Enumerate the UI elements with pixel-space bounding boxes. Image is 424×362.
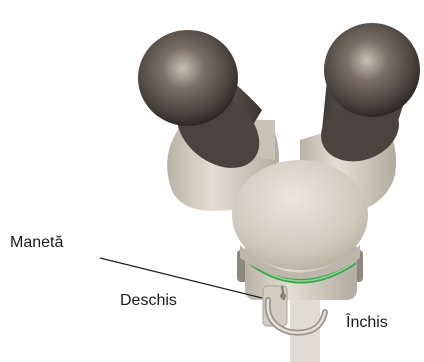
- eyepiece-icon: [312, 23, 420, 172]
- closed-label: Închis: [346, 314, 388, 332]
- open-label: Deschis: [120, 292, 177, 310]
- lever-label: Manetă: [10, 234, 63, 252]
- microscope-head-icon: [232, 160, 368, 279]
